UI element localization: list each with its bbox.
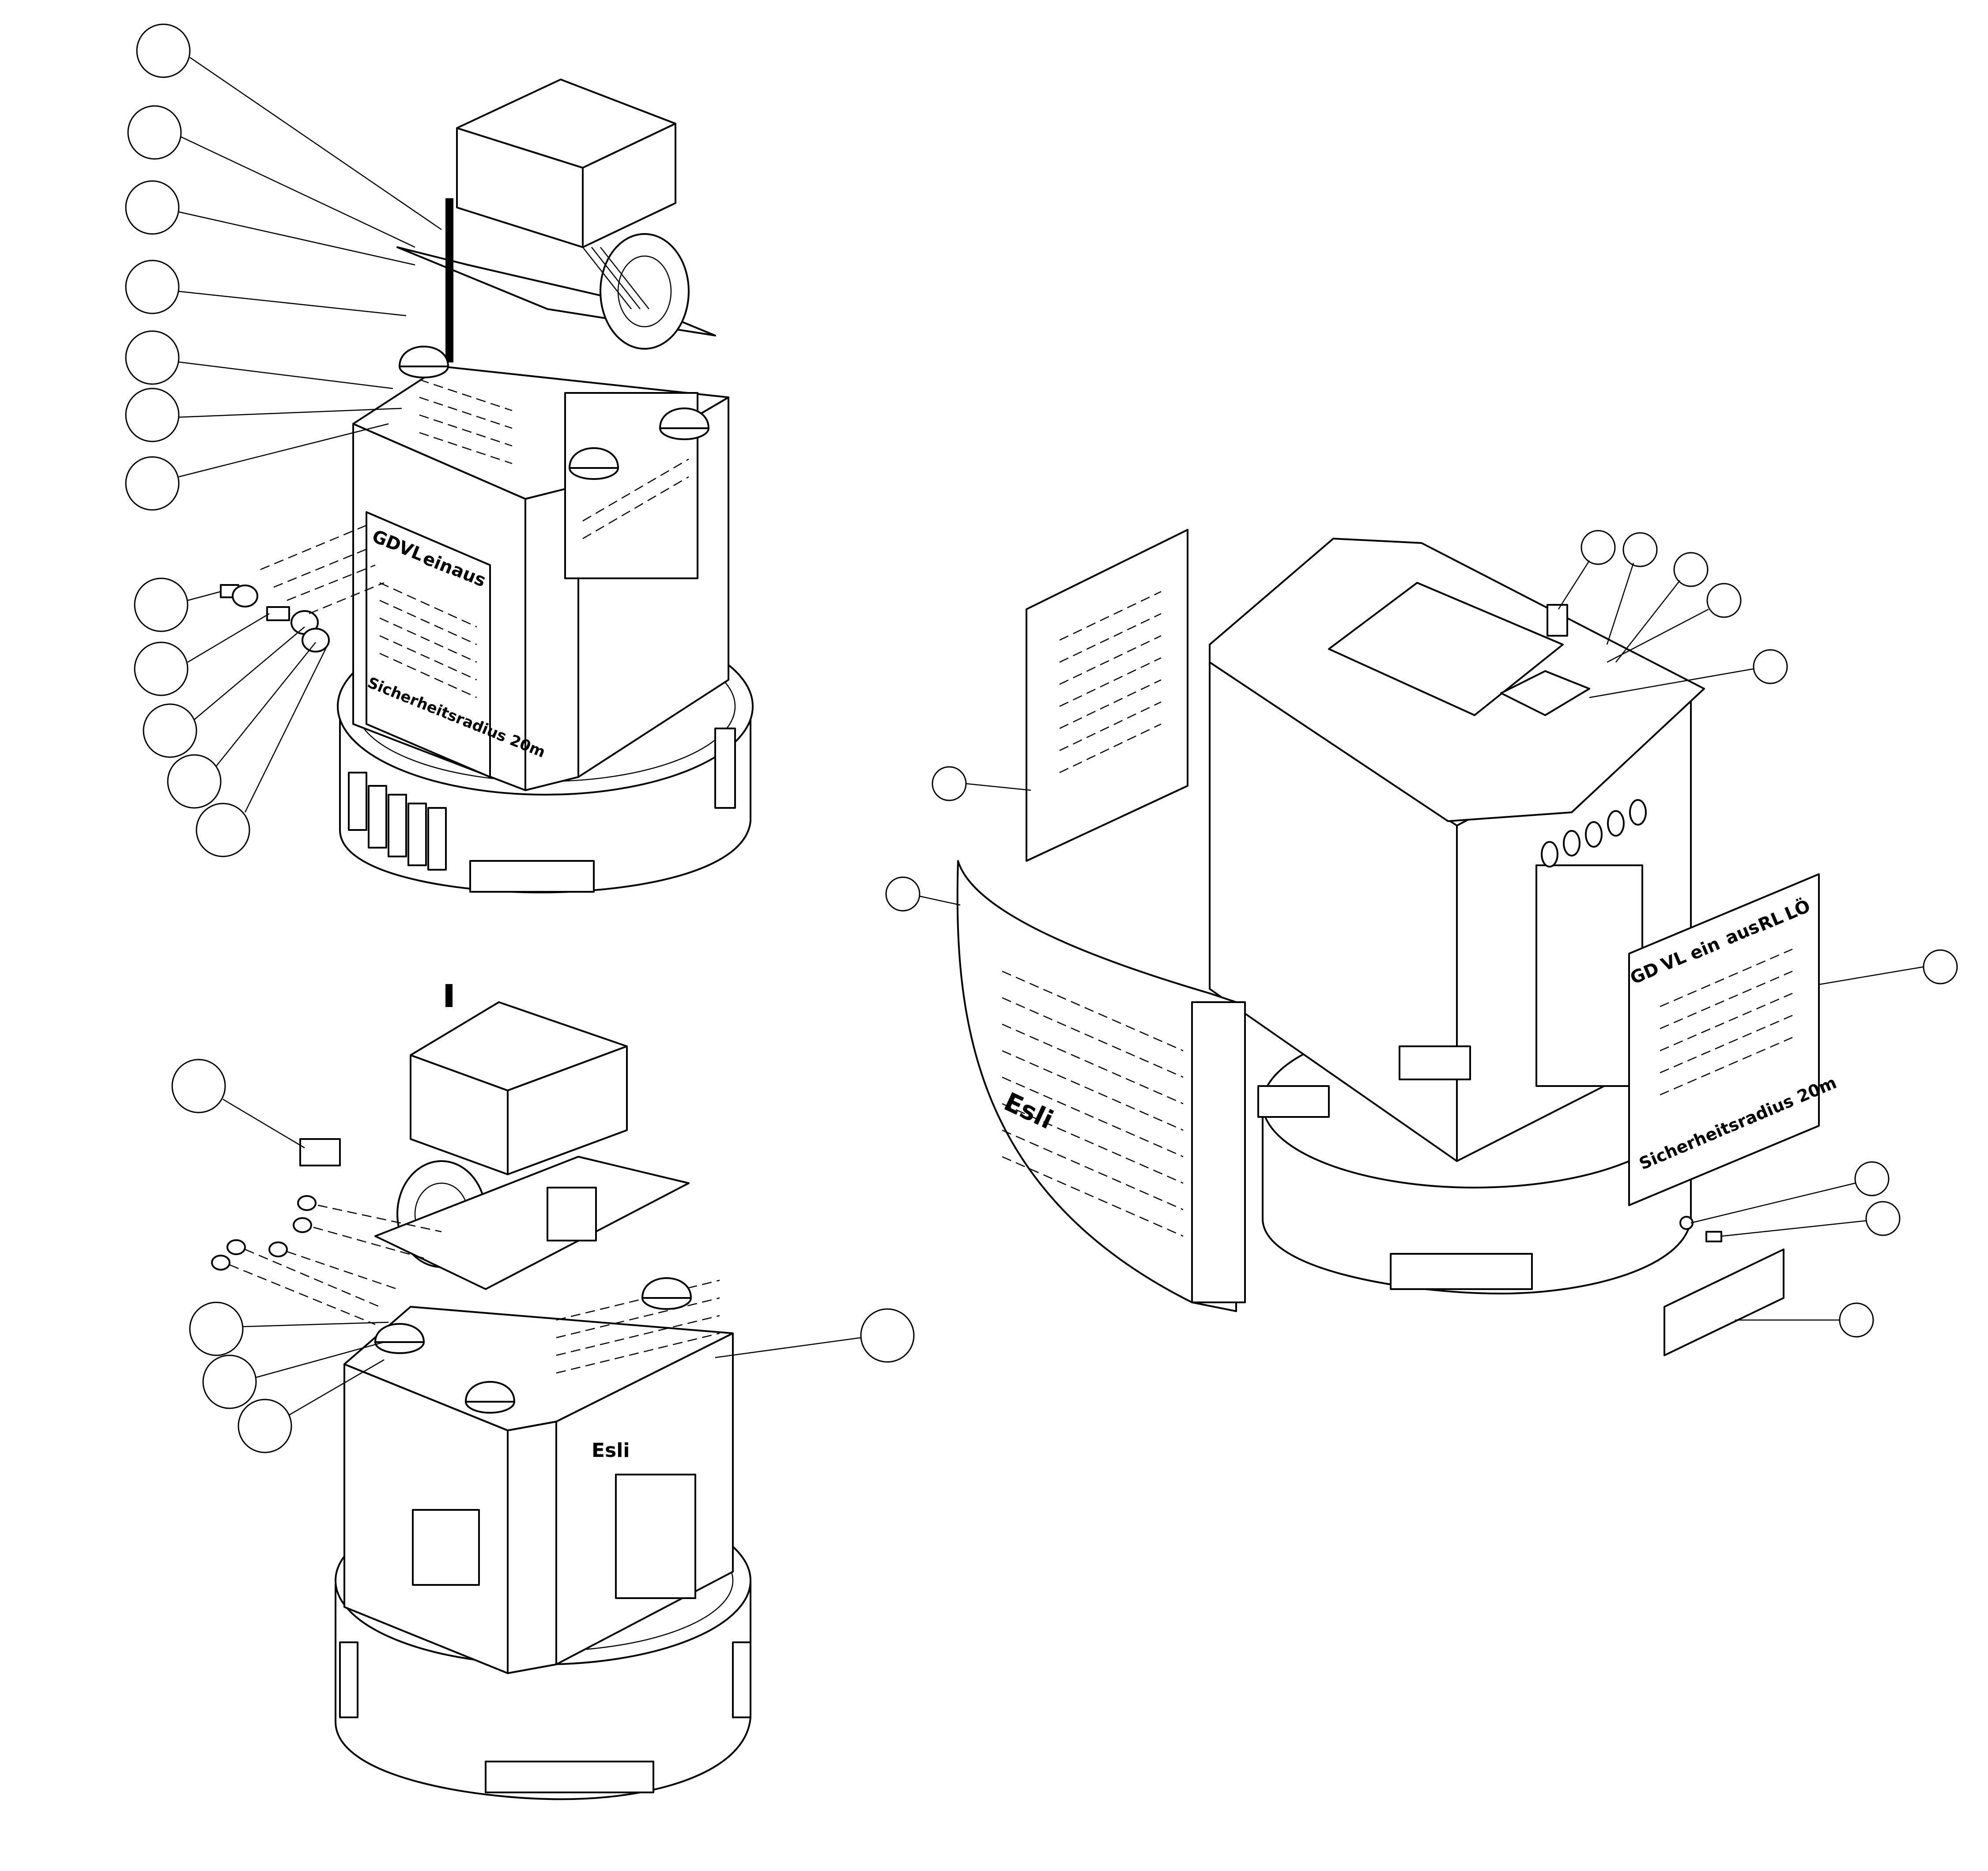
- callout-circle: [885, 876, 920, 912]
- callout-circle: [125, 388, 180, 442]
- frame-body-2: Esli: [343, 1279, 734, 1674]
- view-bottom-left: Esli: [171, 984, 915, 1800]
- view-right: Esli GD VL ein aus RL LÖ Sicherheitsradi…: [885, 529, 1958, 1356]
- callout-circle: [1854, 1161, 1890, 1196]
- rubber-mounts: [399, 346, 709, 480]
- callout-circle: [134, 577, 189, 632]
- callout-circle: [125, 456, 180, 511]
- callout-circle: [196, 803, 250, 857]
- callout-circle: [125, 330, 180, 385]
- motor-block: [396, 79, 716, 362]
- callout-circle: [1673, 552, 1709, 587]
- callout-circle: [171, 1059, 226, 1113]
- callout-circle: [125, 180, 180, 235]
- leaders-view-1: [178, 57, 442, 813]
- loose-parts-3: [1664, 1216, 1784, 1356]
- loose-tread-block: [1664, 1249, 1784, 1356]
- callout-circle: [860, 1308, 915, 1363]
- leaders-view-3: [919, 560, 1924, 1321]
- connector-part: [299, 1138, 341, 1166]
- tread-blocks: [348, 728, 736, 893]
- rubber-mounts-2: [374, 1277, 692, 1414]
- callouts-view-2: [171, 1059, 915, 1453]
- callout-circle: [202, 1354, 257, 1409]
- exploded-knobs: [220, 524, 385, 653]
- leaders-view-2: [223, 1098, 861, 1416]
- callout-circle: [1706, 583, 1742, 618]
- callout-circle: [1839, 1302, 1874, 1338]
- callout-circle: [136, 23, 191, 78]
- callout-circle: [134, 641, 189, 696]
- top-plate-opening: [1328, 582, 1564, 716]
- side-holes: [1541, 799, 1647, 868]
- callout-circle: [1753, 649, 1788, 684]
- exploded-bolts-2: [211, 1138, 442, 1325]
- motor-block-2: [374, 984, 690, 1290]
- detached-rear-vent-plate: [1026, 529, 1188, 862]
- callout-circle: [127, 105, 182, 160]
- callout-circle: [1923, 949, 1958, 985]
- valve-plate: [1500, 670, 1590, 716]
- callout-circle: [238, 1399, 292, 1453]
- front-control-plate: [366, 511, 491, 778]
- callout-circle: [932, 766, 967, 801]
- view-top-left: GD VL ein aus Sicherheitsradius 20m: [125, 23, 754, 894]
- tread-block: [1390, 1253, 1533, 1290]
- curved-grille: Esli: [956, 860, 1246, 1312]
- logo-esli-view-2: Esli: [592, 1439, 630, 1462]
- callouts-view-3: [885, 530, 1958, 1338]
- callout-circle: [167, 754, 222, 809]
- callout-circle: [1622, 532, 1658, 567]
- callout-circle: [1581, 530, 1616, 565]
- threaded-rod: [445, 198, 453, 362]
- callout-circle: [189, 1301, 244, 1356]
- callout-circle: [143, 703, 197, 758]
- callout-circle: [1865, 1201, 1901, 1236]
- frame-body: [352, 366, 729, 791]
- callout-circle: [125, 260, 180, 314]
- callouts-view-1: [125, 23, 250, 857]
